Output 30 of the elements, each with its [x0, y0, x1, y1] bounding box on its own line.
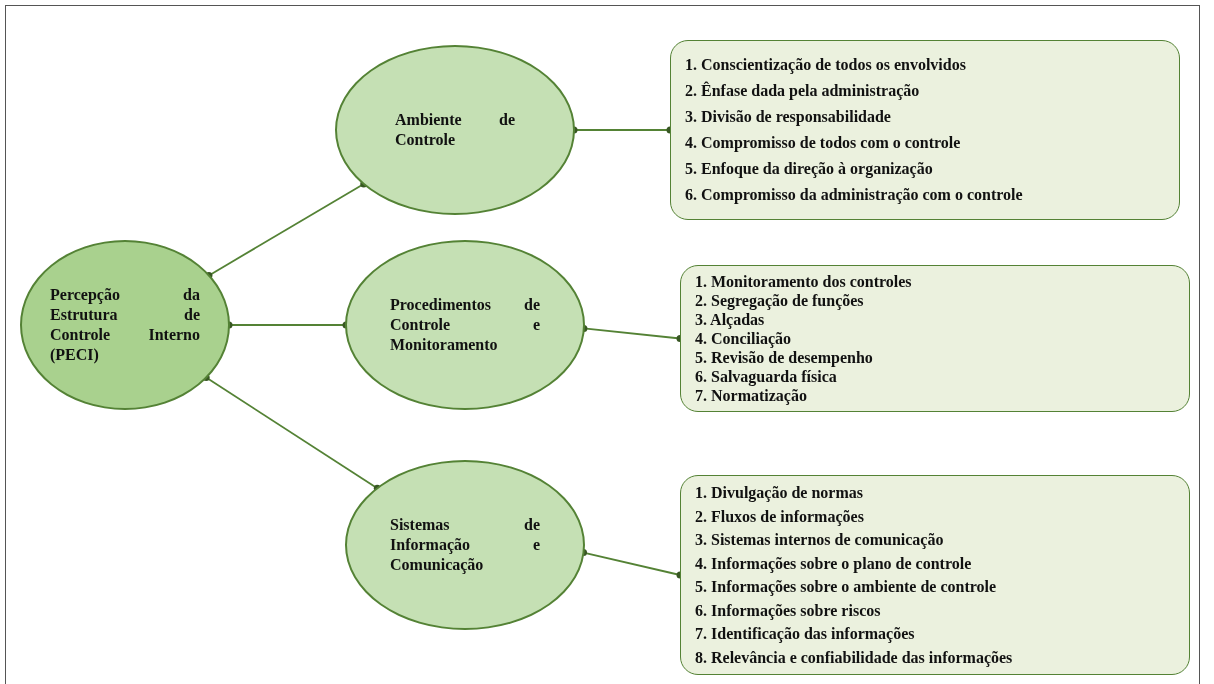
list-item: 6. Compromisso da administração com o controle — [685, 185, 1024, 206]
list-item: 5. Informações sobre o ambiente de controle — [695, 577, 998, 598]
node-label: Percepção da Estrutura de Controle Interno (PECI) — [50, 285, 200, 365]
list-box — [680, 475, 1190, 675]
list-box — [670, 40, 1180, 220]
list-item: 2. Segregação de funções — [695, 291, 865, 310]
node-label: Procedimentos de Controle e Monitoramento — [390, 295, 540, 355]
list-item: 2. Fluxos de informações — [695, 506, 865, 528]
list-box — [680, 265, 1190, 412]
list-item: 7. Normatização — [695, 386, 808, 405]
list-item: 6. Salvaguarda física — [695, 367, 838, 386]
node-label: Ambiente de Controle — [395, 110, 515, 150]
list-item: 4. Compromisso de todos com o controle — [685, 133, 962, 154]
list-item: 8. Relevância e confiabilidade das informações — [695, 647, 1014, 669]
list-item: 5. Enfoque da direção à organização — [685, 159, 934, 180]
connector-line — [202, 374, 381, 492]
list-item: 1. Conscientização de todos os envolvidos — [685, 55, 967, 76]
list-item: 5. Revisão de desempenho — [695, 348, 874, 367]
list-item: 7. Identificação das informações — [695, 624, 916, 645]
list-item: 4. Informações sobre o plano de controle — [695, 553, 973, 575]
node-label: Sistemas de Informação e Comunicação — [390, 515, 540, 575]
list-item: 1. Monitoramento dos controles — [695, 272, 913, 291]
list-item: 2. Ênfase dada pela administração — [685, 80, 921, 102]
list-item: 3. Divisão de responsabilidade — [685, 107, 892, 128]
list-item: 1. Divulgação de normas — [695, 483, 864, 504]
list-item: 6. Informações sobre riscos — [695, 600, 882, 622]
connector-line — [205, 180, 368, 279]
list-item: 3. Sistemas internos de comunicação — [695, 530, 945, 551]
list-item: 3. Alçadas — [695, 310, 766, 329]
list-item: 4. Conciliação — [695, 329, 792, 348]
